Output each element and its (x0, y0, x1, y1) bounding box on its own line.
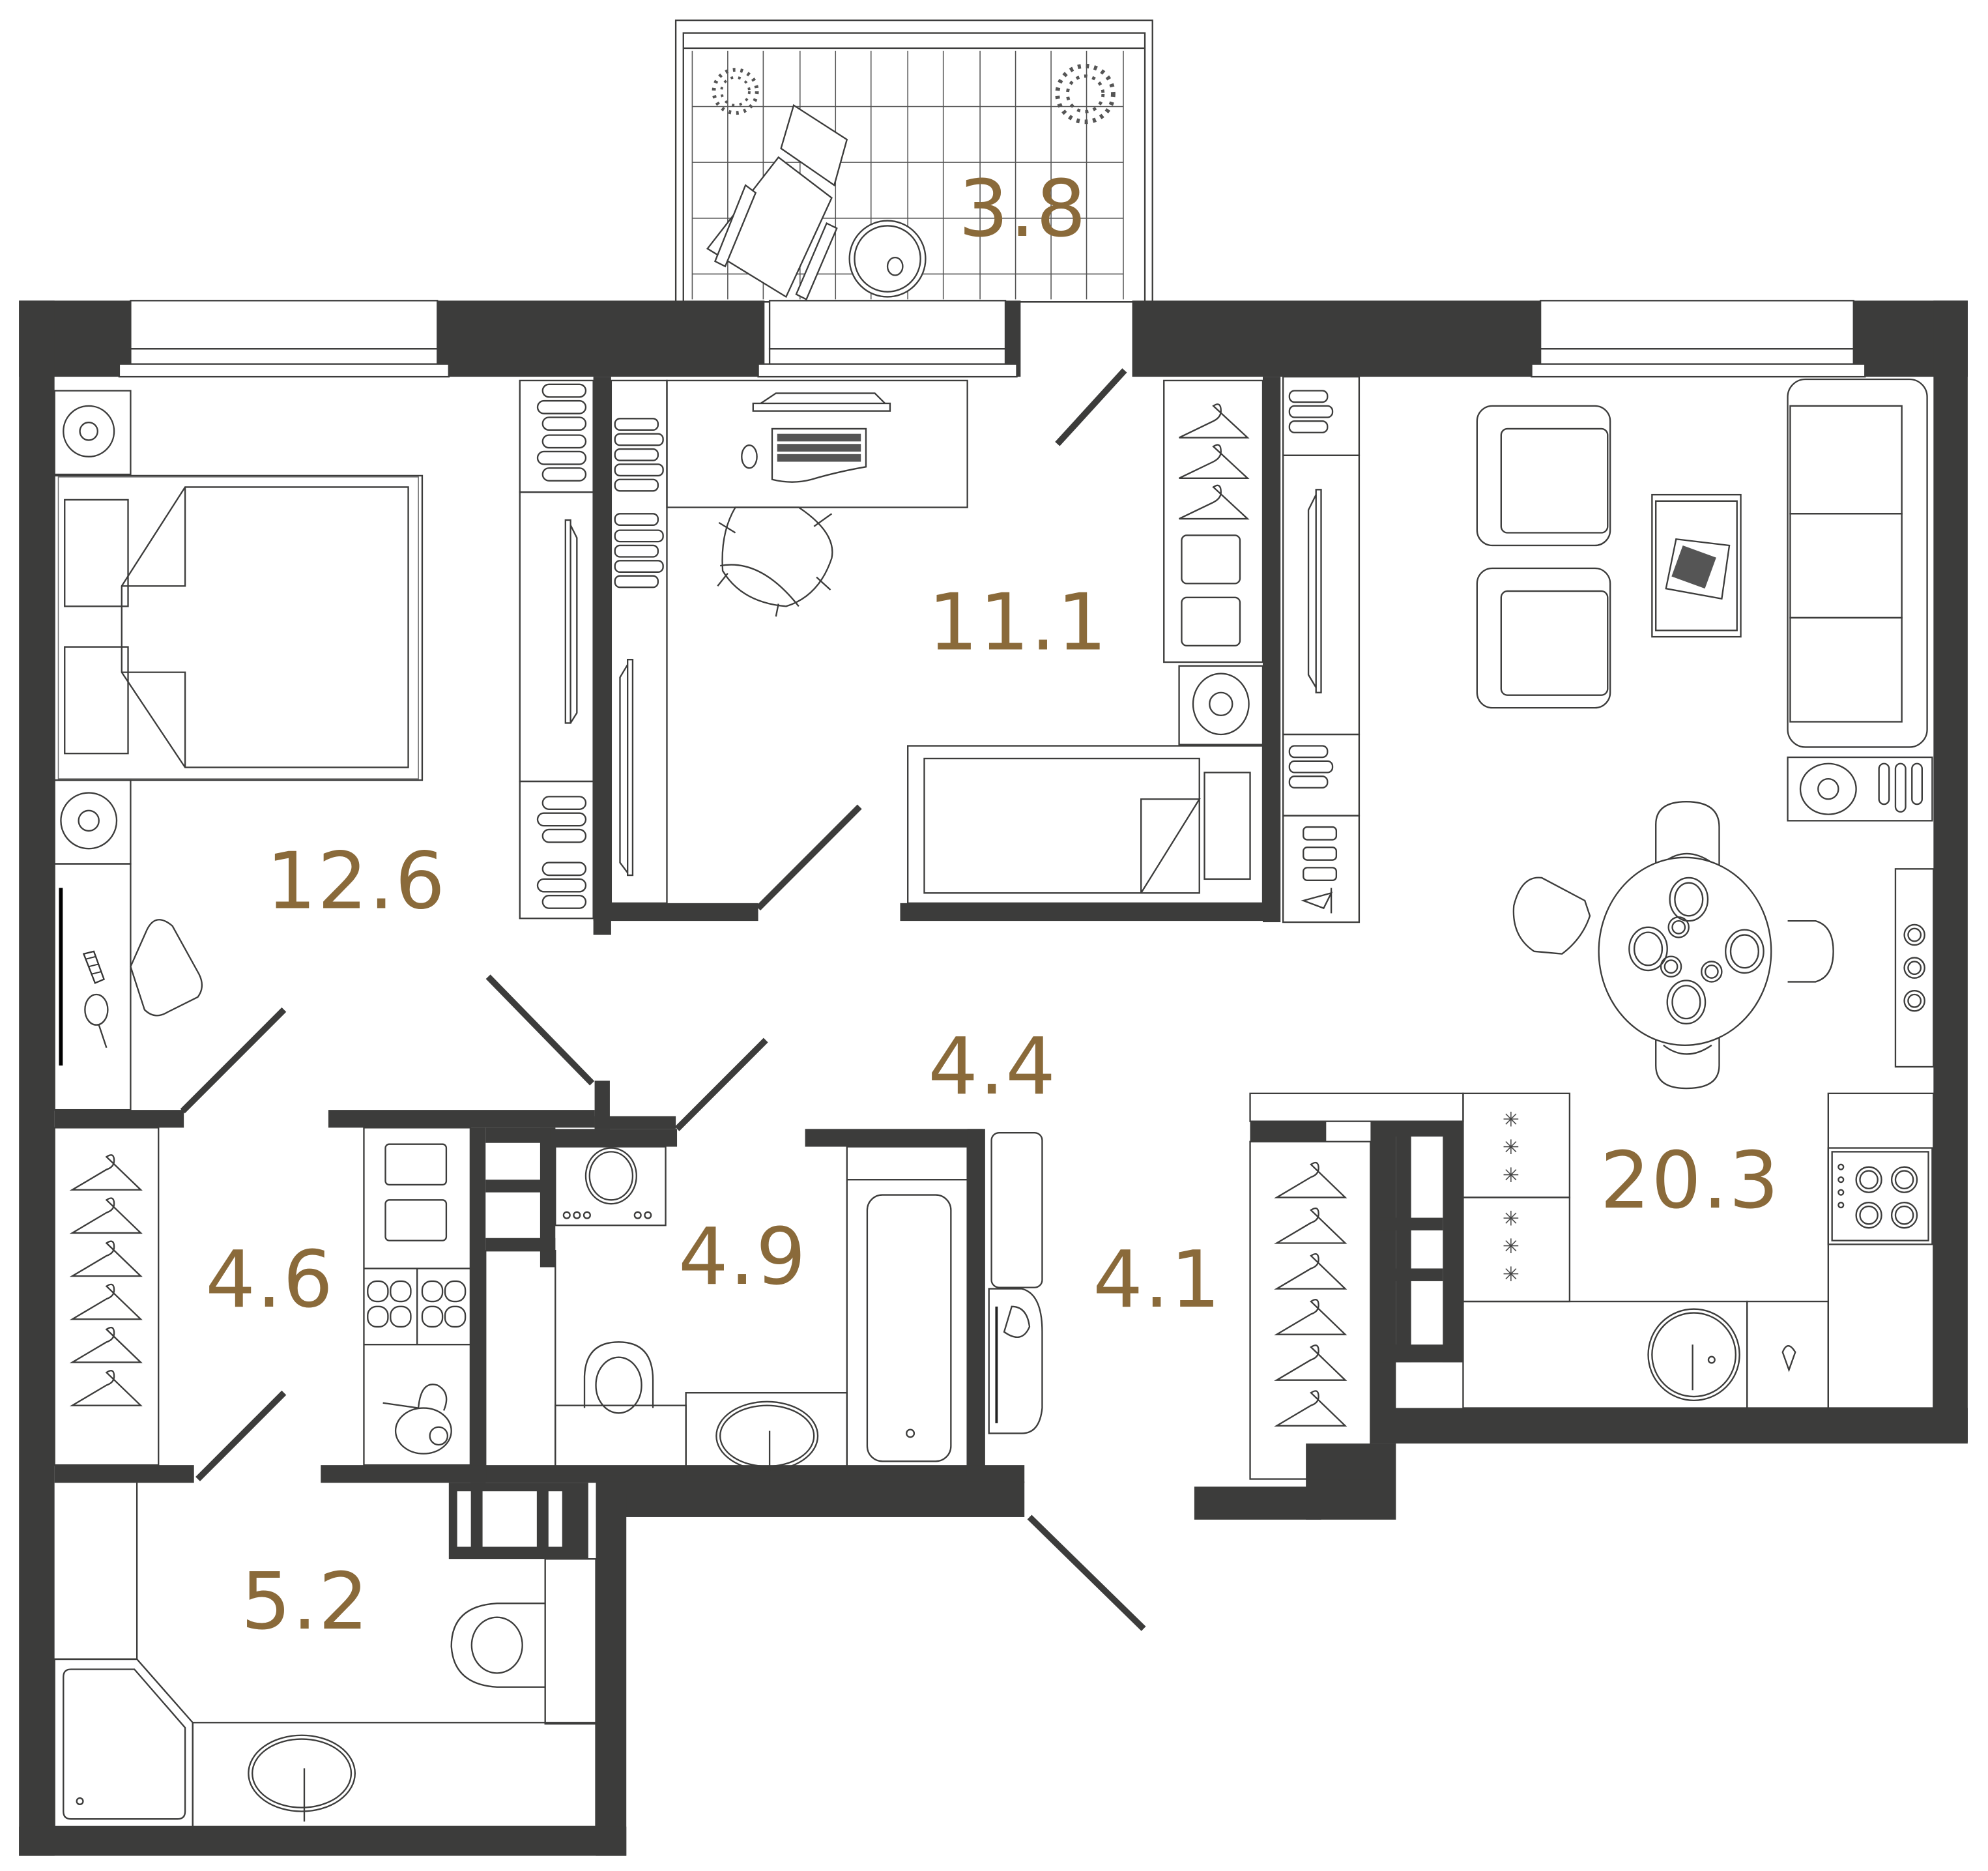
room-entry: 4.1 (988, 1132, 1372, 1480)
room-living: ✳ ✳ ✳ ✳ ✳ ✳ (1249, 375, 1935, 1409)
kitchen-cabinets: ✳ ✳ ✳ ✳ ✳ ✳ (1249, 1092, 1935, 1409)
double-bed-icon (53, 474, 424, 781)
area-label-wardrobe: 4.6 (205, 1234, 334, 1326)
mouse-icon (741, 444, 758, 469)
vacuum-cleaner-icon (382, 1384, 452, 1455)
area-label-study: 11.1 (928, 577, 1108, 669)
tv-icon (519, 379, 594, 920)
dining-chair-icon (1512, 877, 1591, 955)
shelf-icon (610, 379, 668, 905)
svg-text:✳: ✳ (1503, 1136, 1520, 1159)
single-bed-icon (907, 745, 1264, 905)
dining-table-icon (1512, 800, 1834, 1090)
shelf-icon (1282, 375, 1361, 456)
toilet-icon (450, 1558, 597, 1725)
cup-icon (1660, 916, 1723, 983)
shelf-icon (455, 1489, 564, 1548)
window-icon (757, 300, 1018, 378)
svg-text:✳: ✳ (1503, 1235, 1520, 1258)
toilet-icon (555, 1341, 687, 1476)
shelf-icon (536, 383, 587, 909)
bathtub-icon (846, 1146, 968, 1476)
window-icon (1531, 300, 1866, 378)
area-label-bath2: 5.2 (241, 1556, 370, 1647)
nightstand-lamp-icon (53, 390, 132, 476)
fridge-icon: ✳ ✳ ✳ ✳ ✳ ✳ (1503, 1108, 1520, 1286)
walls (19, 300, 1968, 1856)
plant-icon (1055, 63, 1116, 124)
room-bedroom: 12.6 (53, 379, 594, 1111)
stove-icon (1827, 1147, 1933, 1245)
nightstand-lamp-icon (1178, 665, 1264, 746)
comb-icon (82, 950, 106, 985)
washbasin-icon (192, 1722, 597, 1828)
sink-icon (1647, 1308, 1740, 1402)
area-label-living: 20.3 (1600, 1135, 1780, 1226)
slippers-icon (367, 1280, 467, 1328)
room-study: 11.1 (610, 379, 1264, 905)
bottle-icon (1282, 815, 1361, 923)
room-bath1: 4.9 (485, 1146, 968, 1483)
area-label-bath1: 4.9 (678, 1211, 807, 1303)
area-label-balcony: 3.8 (958, 164, 1088, 255)
svg-text:✳: ✳ (1503, 1108, 1520, 1131)
svg-text:✳: ✳ (1503, 1207, 1520, 1230)
dishwasher-icon (1781, 1345, 1796, 1372)
washing-machine-icon (555, 1146, 667, 1226)
door-swing-icon (180, 368, 1146, 1631)
shelf-icon (1894, 868, 1935, 1068)
armchair-icon (1476, 405, 1611, 547)
nightstand-lamp-icon (53, 779, 132, 865)
newspaper-icon (1665, 538, 1731, 600)
svg-text:✳: ✳ (1503, 1263, 1520, 1286)
shoe-cabinet-icon (363, 1127, 472, 1466)
svg-text:✳: ✳ (1503, 1164, 1520, 1187)
area-label-entry: 4.1 (1093, 1234, 1222, 1326)
shelf-icon (1787, 756, 1933, 822)
office-chair-icon (717, 506, 833, 617)
washbasin-icon (685, 1392, 848, 1476)
side-table-icon (848, 220, 927, 298)
armchair-icon (1476, 567, 1611, 709)
sofa-icon (1787, 378, 1928, 748)
mirror-icon (988, 1288, 1043, 1434)
clothes-hanger-icon (69, 1154, 143, 1406)
tv-icon (1282, 454, 1361, 736)
coffee-table-icon (1651, 493, 1742, 638)
balcony: 3.8 (674, 19, 1153, 303)
dresser-icon (53, 863, 132, 1111)
desk-icon (666, 379, 968, 508)
room-bath2: 5.2 (53, 1483, 597, 1828)
shelf-icon (1282, 733, 1361, 817)
room-wardrobe: 4.6 (53, 1127, 472, 1466)
shower-tray-icon (53, 1658, 194, 1828)
plate-icon (1628, 877, 1765, 1024)
mirror-icon (84, 993, 109, 1049)
area-label-bedroom: 12.6 (267, 836, 446, 927)
lounge-chair-icon (706, 104, 848, 300)
shirt-icon (1181, 534, 1241, 646)
vanity-stool-icon (130, 919, 203, 1017)
keyboard-icon (771, 428, 867, 483)
dining-chair-icon (1787, 920, 1834, 983)
plant-icon (712, 68, 759, 115)
monitor-icon (752, 392, 891, 412)
shoe-cabinet-icon (990, 1132, 1043, 1288)
wine-glass-icon (1301, 888, 1333, 914)
clothes-hanger-icon (1249, 1140, 1372, 1480)
area-label-hall: 4.4 (928, 1021, 1057, 1112)
dining-chair-icon (1655, 1015, 1720, 1090)
clothes-hanger-icon (1163, 379, 1264, 663)
window-icon (118, 300, 450, 378)
